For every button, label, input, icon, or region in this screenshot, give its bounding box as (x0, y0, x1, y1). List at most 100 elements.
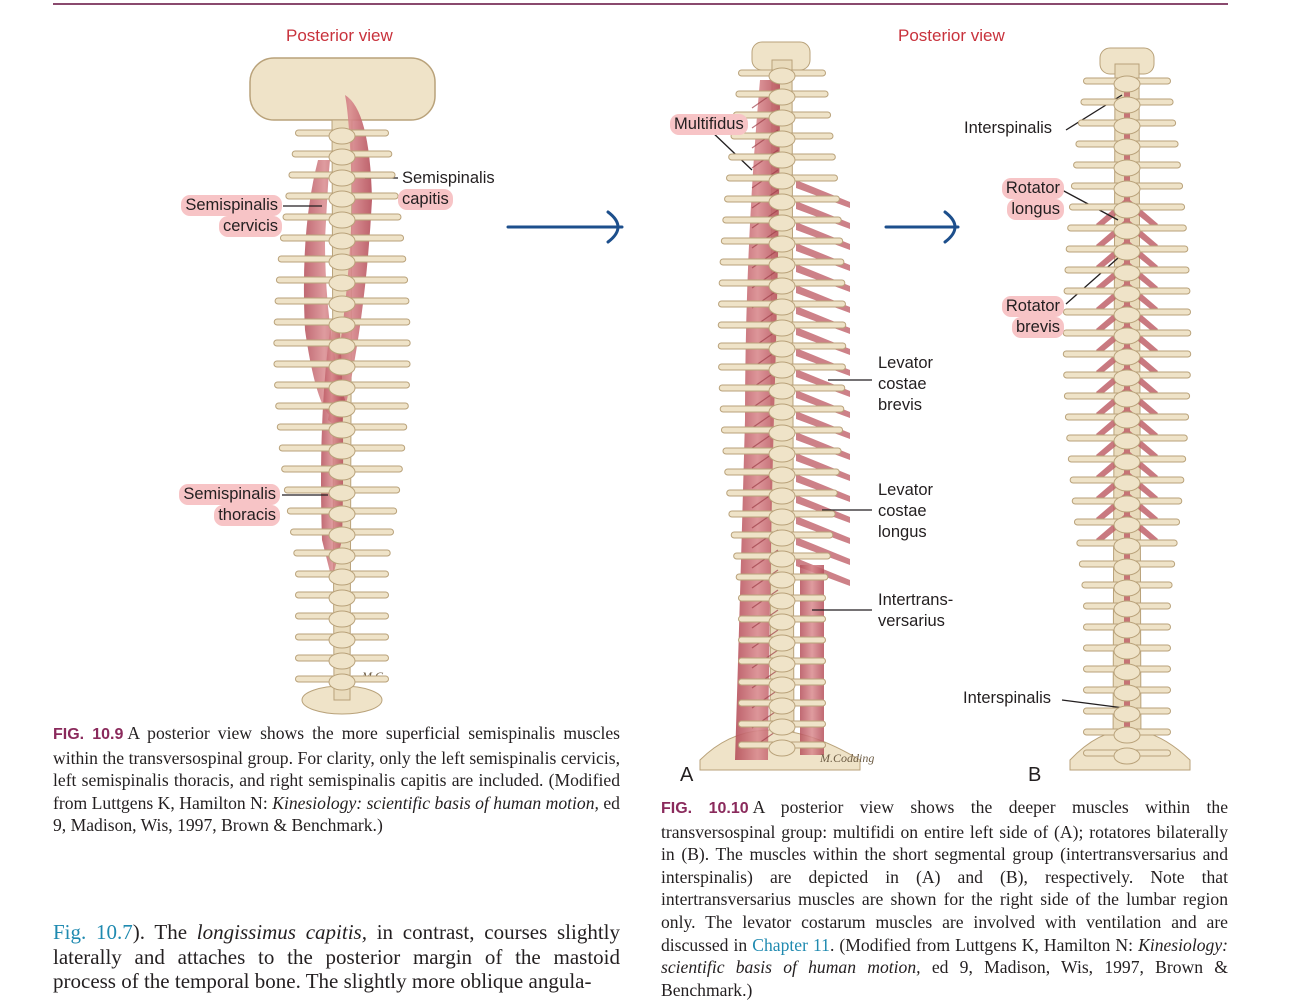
vertebra-body (1113, 306, 1141, 324)
vertebra-body (768, 172, 796, 190)
vertebra-body (768, 592, 796, 610)
label-line: brevis (1011, 317, 1064, 338)
vertebra-body (768, 109, 796, 127)
vertebra-body (768, 487, 796, 505)
levator-costae-slip (796, 222, 850, 250)
vertebra-body (328, 568, 356, 586)
vertebra-body (328, 358, 356, 376)
vertebra-body (328, 211, 356, 229)
fig-10-10-signature: M.Codding (819, 751, 874, 765)
vertebra-body (1113, 642, 1141, 660)
fig-10-7-link[interactable]: Fig. 10.7 (53, 920, 133, 944)
levator-costae-slip (796, 474, 850, 502)
panel-letter-a: A (680, 764, 694, 786)
levator-costae-slip (796, 495, 850, 523)
vertebra-body (328, 337, 356, 355)
panel-letter-b: B (1028, 764, 1042, 786)
vertebra-body (1113, 285, 1141, 303)
vertebra-body (1113, 579, 1141, 597)
body-text: ). The (132, 920, 197, 944)
vertebra-body (768, 739, 796, 757)
vertebra-body (768, 361, 796, 379)
vertebra-body (328, 526, 356, 544)
label-line: Interspinalis (964, 119, 1053, 137)
vertebra-body (1113, 411, 1141, 429)
levator-costae-slip (796, 285, 850, 313)
label-line: costae (878, 375, 927, 393)
vertebra-body (768, 508, 796, 526)
vertebra-body (328, 547, 356, 565)
label-multifidus: Multifidus (670, 114, 748, 135)
label-line: capitis (398, 189, 453, 210)
vertebra-body (768, 151, 796, 169)
label-line: versarius (878, 612, 945, 630)
vertebra-body (768, 130, 796, 148)
vertebra-body (328, 463, 356, 481)
label-line: longus (878, 523, 927, 541)
vertebra-body (768, 718, 796, 736)
vertebra-body (328, 169, 356, 187)
fig-10-9-number: FIG. 10.9 (53, 726, 124, 743)
label-line: Rotator (1001, 296, 1064, 317)
vertebra-body (768, 193, 796, 211)
vertebra-body (1113, 558, 1141, 576)
vertebra-body (768, 235, 796, 253)
caption-text: ed 9, Madison, Wis, 1997, Brown & Benchm… (661, 957, 1228, 1000)
label-line: Semispinalis (181, 195, 282, 216)
vertebra-body (1113, 180, 1141, 198)
levator-costae-slip (796, 453, 850, 481)
label-line: longus (1007, 199, 1064, 220)
vertebra-body (768, 529, 796, 547)
vertebra-body (768, 550, 796, 568)
occipital-bone (249, 57, 436, 121)
label-line: Interspinalis (963, 689, 1052, 707)
levator-costae-slip (796, 348, 850, 376)
vertebra-body (768, 571, 796, 589)
label-semispinalis-cervicis: Semispinalis cervicis (172, 195, 282, 237)
vertebra-body (768, 466, 796, 484)
body-paragraph: Fig. 10.7). The longissimus capitis, in … (53, 920, 620, 994)
label-line: Semispinalis (179, 484, 280, 505)
vertebra-body (768, 298, 796, 316)
chapter-11-link[interactable]: Chapter 11 (752, 934, 830, 955)
semispinalis-cervicis-muscle (303, 160, 345, 420)
vertebra-body (1113, 159, 1141, 177)
vertebra-body (768, 676, 796, 694)
vertebra-body (1113, 726, 1141, 744)
vertebra-body (1113, 138, 1141, 156)
vertebra-body (1113, 201, 1141, 219)
arrow-1 (506, 210, 624, 244)
caption-text: . (Modified from Luttgens K, Hamilton N: (829, 934, 1139, 955)
vertebra-body (768, 613, 796, 631)
vertebra-body (768, 214, 796, 232)
body-italic: longissimus capitis, (196, 920, 367, 944)
label-semispinalis-capitis: Semispinalis capitis (398, 168, 499, 210)
vertebra-body (328, 274, 356, 292)
vertebra-body (1113, 75, 1141, 93)
levator-costae-slip (796, 201, 850, 229)
vertebra-body (1113, 96, 1141, 114)
vertebra-body (1113, 621, 1141, 639)
vertebra-body (328, 400, 356, 418)
vertebra-body (768, 445, 796, 463)
label-interspinalis-top: Interspinalis (964, 118, 1052, 139)
levator-costae-slip (796, 516, 850, 544)
vertebra-body (328, 652, 356, 670)
label-line: Intertrans- (878, 591, 954, 609)
vertebra-body (1113, 243, 1141, 261)
arrow-2 (884, 210, 960, 244)
vertebra-body (1113, 453, 1141, 471)
caption-italic: Kinesiology: scientific basis of human m… (661, 934, 1228, 978)
vertebra-body (1113, 474, 1141, 492)
label-line: Levator (878, 481, 934, 499)
label-line: costae (878, 502, 927, 520)
vertebra-body (768, 382, 796, 400)
levator-costae-slip (796, 537, 850, 565)
label-line: Multifidus (670, 114, 748, 135)
top-rule (53, 3, 1228, 5)
levator-costae-slip (796, 243, 850, 271)
leader-lines (282, 94, 1125, 709)
vertebra-body (1113, 348, 1141, 366)
